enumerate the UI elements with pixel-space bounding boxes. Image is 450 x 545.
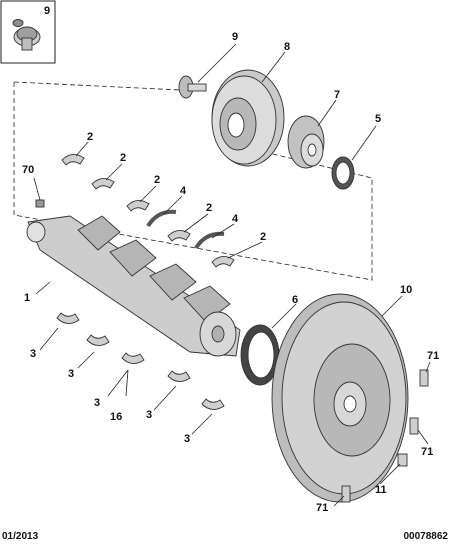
callout-71a: 71 — [427, 350, 439, 362]
inset-callout-9: 9 — [44, 5, 50, 17]
leader-10 — [381, 295, 403, 317]
callout-2d: 2 — [206, 202, 212, 214]
callout-3b: 3 — [68, 368, 74, 380]
callout-4a: 4 — [180, 185, 187, 197]
leader-7 — [317, 99, 337, 127]
callout-10: 10 — [400, 284, 412, 296]
leader-1 — [35, 281, 51, 295]
thrust-washers-4 — [146, 209, 225, 250]
callout-2e: 2 — [260, 231, 266, 243]
key-70 — [35, 199, 45, 208]
leader-70 — [33, 177, 41, 201]
inset-frame — [0, 0, 56, 64]
crankshaft-1 — [26, 199, 241, 357]
leader-2c — [139, 185, 157, 203]
leader-3e — [191, 413, 213, 435]
leader-2e — [227, 241, 263, 259]
callout-5: 5 — [375, 113, 381, 125]
callout-11: 11 — [375, 484, 387, 496]
flywheel-bolts-71 — [341, 369, 429, 503]
callout-8: 8 — [284, 41, 290, 53]
callout-7: 7 — [334, 89, 340, 101]
leader-71c — [333, 495, 345, 507]
main-bearing-shells-lower — [56, 312, 225, 410]
leader-9 — [197, 43, 237, 83]
callout-71c: 71 — [316, 502, 328, 514]
leader-3d — [153, 385, 177, 411]
leader-4b — [211, 223, 235, 239]
callout-3d: 3 — [146, 409, 152, 421]
callout-2a: 2 — [87, 131, 93, 143]
leader-71b — [417, 429, 429, 445]
callout-4b: 4 — [232, 213, 239, 225]
callout-2c: 2 — [154, 174, 160, 186]
callout-71b: 71 — [421, 446, 433, 458]
leader-2a — [75, 141, 89, 157]
group-frame-dashed-top — [13, 81, 181, 91]
callout-70: 70 — [22, 164, 34, 176]
callout-2b: 2 — [120, 152, 126, 164]
leader-3b — [77, 351, 95, 369]
group-frame-dashed — [13, 82, 373, 281]
pulley-bolt-9 — [178, 75, 207, 99]
callout-1: 1 — [24, 292, 30, 304]
callout-3e: 3 — [184, 433, 190, 445]
callout-9: 9 — [232, 31, 238, 43]
leader-2d — [183, 213, 209, 233]
leader-8 — [261, 51, 286, 83]
footer-date: 01/2013 — [2, 531, 39, 542]
leader-3a — [39, 327, 59, 351]
main-bearing-shells-upper — [61, 154, 235, 268]
leader-71a — [425, 361, 431, 373]
callout-3c: 3 — [94, 397, 100, 409]
leader-3c — [107, 369, 129, 397]
footer-reference: 00078862 — [403, 531, 449, 542]
leader-11 — [379, 463, 401, 485]
callout-16: 16 — [110, 411, 122, 423]
leader-2b — [105, 163, 123, 181]
leader-3c-b — [125, 369, 129, 397]
callout-3a: 3 — [30, 348, 36, 360]
callout-6: 6 — [292, 294, 298, 306]
flywheel-bolt-11 — [397, 453, 408, 467]
inset-bolt-icon — [12, 19, 41, 51]
leader-4a — [163, 195, 183, 215]
flywheel-10 — [271, 293, 409, 503]
crankshaft-pulley-8 — [211, 69, 285, 167]
timing-sprocket-7 — [287, 115, 325, 169]
leader-5 — [351, 125, 377, 161]
oil-seal-5 — [331, 156, 355, 190]
leader-6 — [271, 303, 297, 329]
